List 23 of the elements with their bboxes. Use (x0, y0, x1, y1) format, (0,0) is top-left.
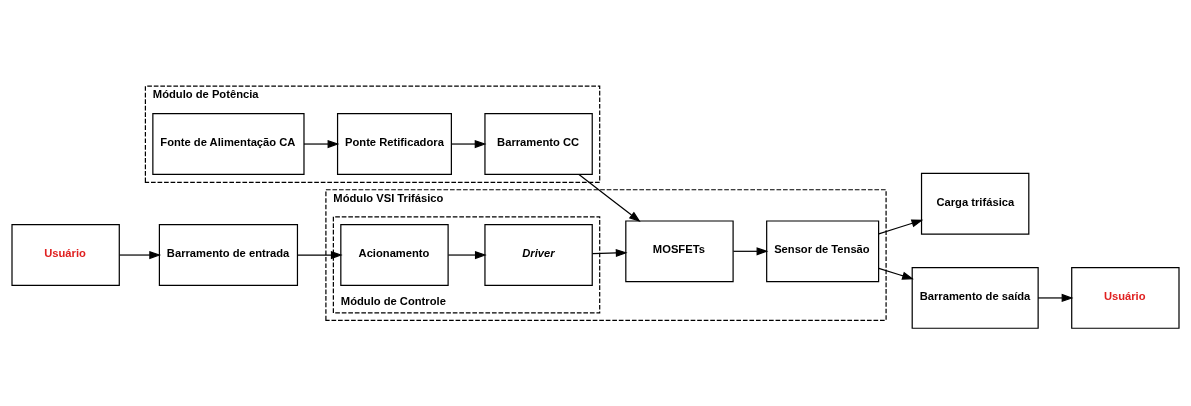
node-box: Sensor de Tensão (766, 219, 880, 282)
arrow (303, 139, 340, 148)
arrow (1037, 293, 1074, 302)
arrow (878, 267, 914, 280)
node-box: Barramento CC (484, 112, 593, 175)
arrow (119, 250, 162, 259)
node-box: Ponte Retificadora (336, 112, 452, 175)
node-box: MOSFETs (625, 219, 734, 282)
arrow (451, 139, 487, 148)
arrow (296, 250, 343, 259)
arrow (878, 218, 924, 234)
arrow (591, 248, 628, 257)
node-box: Barramento de saída (911, 266, 1039, 329)
node-box: Acionamento (340, 223, 449, 286)
node-box: Usuário (1071, 266, 1180, 329)
arrow (578, 173, 641, 222)
node-box: Driver (484, 223, 593, 286)
arrow (447, 250, 487, 259)
arrow (732, 246, 769, 255)
node-box: Barramento de entrada (158, 223, 299, 286)
node-box: Fonte de Alimentação CA (152, 112, 305, 175)
node-box: Carga trifásica (920, 172, 1030, 235)
node-box: Usuário (11, 223, 120, 286)
